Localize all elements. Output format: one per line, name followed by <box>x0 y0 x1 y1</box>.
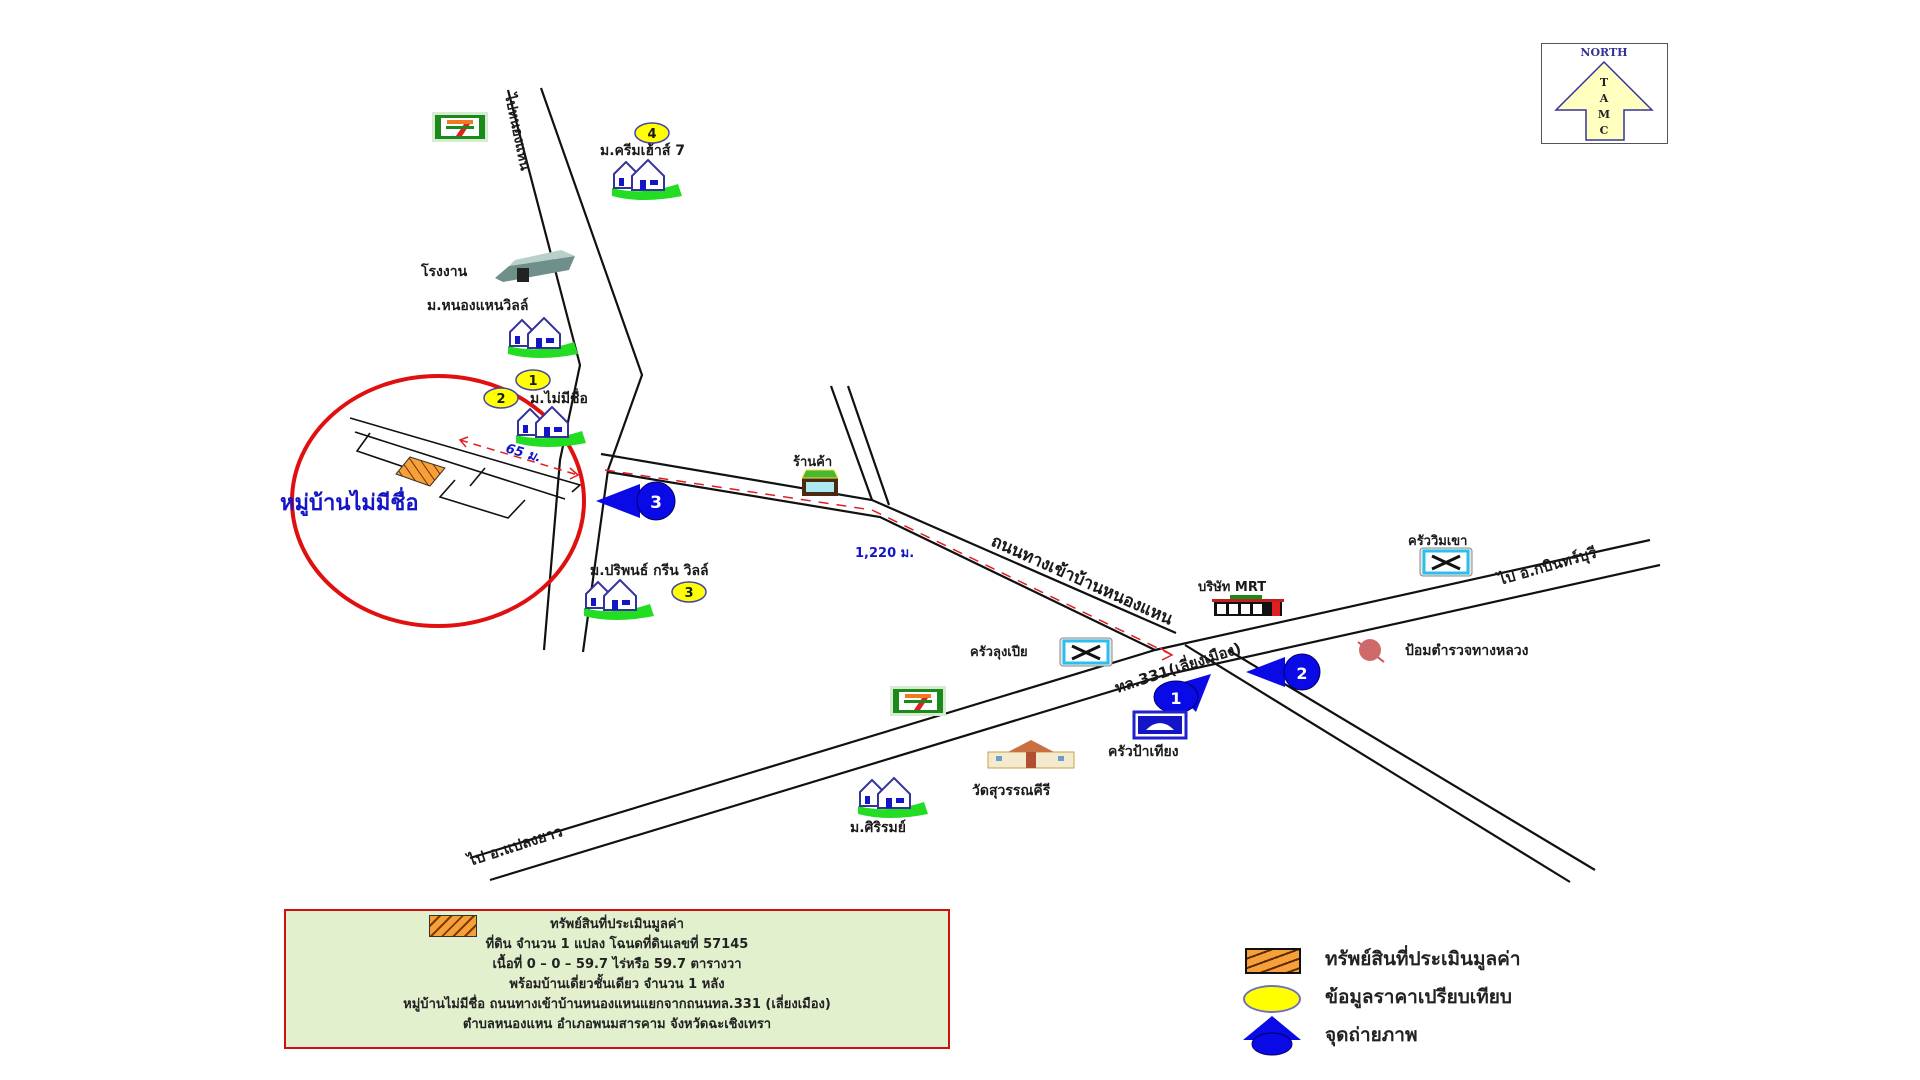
blue-arrow-icon <box>1243 1016 1301 1056</box>
police-box-icon <box>1357 639 1385 663</box>
road-label-west: ไป อ.แปลงยาว <box>463 821 564 870</box>
restaurant-lungpia-label: ครัวลุงเปีย <box>970 644 1028 660</box>
housing-village-icon <box>612 158 682 200</box>
info-line: ตำบลหนองแหน อำเภอพนมสารคาม จังหวัดฉะเชิง… <box>462 1017 772 1032</box>
photo-point-3[interactable]: 3 <box>596 481 676 521</box>
restaurant-icon <box>1059 637 1113 667</box>
housing-village-icon <box>508 316 578 358</box>
subject-parcel <box>395 456 446 487</box>
restaurant-sign-icon <box>1132 710 1188 740</box>
shop-icon <box>801 469 839 496</box>
comparable-marker-3[interactable]: 3 <box>671 581 707 603</box>
north-letter: T <box>1600 76 1609 89</box>
arrowhead-right-icon <box>569 467 580 480</box>
hatched-parcel-icon <box>1243 944 1301 974</box>
restaurant-rimkhao-label: ครัววิมเขา <box>1408 534 1467 549</box>
legend-label: ทรัพย์สินที่ประเมินมูลค่า <box>1325 948 1521 970</box>
comparable-marker-1[interactable]: 1 <box>515 369 551 391</box>
hatched-parcel-icon <box>429 915 477 937</box>
svg-text:4: 4 <box>647 127 656 142</box>
temple-icon <box>987 740 1075 769</box>
housing-village-icon <box>584 578 654 620</box>
company-mrt-label: บริษัท MRT <box>1198 580 1266 595</box>
police-label: ป้อมตำรวจทางหลวง <box>1405 643 1529 659</box>
north-letter: M <box>1598 108 1610 121</box>
seven-eleven-icon <box>432 112 488 142</box>
housing-village-icon <box>516 405 586 447</box>
restaurant-panteong-label: ครัวป้าเทียง <box>1108 744 1179 760</box>
north-letter: C <box>1600 124 1609 137</box>
arrowhead-left-icon <box>458 436 469 448</box>
village-3-label: ม.ปริพนธ์ กรีน วิลล์ <box>590 562 709 579</box>
highway-331 <box>469 538 1661 882</box>
comparable-marker-2[interactable]: 2 <box>483 387 519 409</box>
north-label: NORTH <box>1580 46 1627 59</box>
comparable-marker-4[interactable]: 4 <box>634 122 670 144</box>
north-arrow: NORTH T A M C <box>1541 43 1668 144</box>
village-unnamed-label: ม.ไม่มีชื่อ <box>530 388 588 407</box>
village-soi <box>349 417 582 519</box>
svg-text:3: 3 <box>684 586 693 601</box>
info-title: ทรัพย์สินที่ประเมินมูลค่า <box>550 917 684 932</box>
road-label-east: ไป อ.กบินทร์บุรี <box>1494 542 1600 590</box>
access-road <box>600 452 1177 651</box>
legend-item: ข้อมูลราคาเปรียบเทียบ <box>1243 978 1643 1016</box>
yellow-ellipse-icon <box>1243 982 1301 1013</box>
factory-icon <box>495 250 575 282</box>
svg-text:2: 2 <box>1296 664 1307 683</box>
shop-label: ร้านค้า <box>793 454 832 470</box>
svg-text:1: 1 <box>1170 689 1181 708</box>
legend-item: ทรัพย์สินที่ประเมินมูลค่า <box>1243 940 1643 978</box>
map-legend: ทรัพย์สินที่ประเมินมูลค่า ข้อมูลราคาเปรี… <box>1243 940 1643 1056</box>
village-4-label: ม.ครีมเฮ้าส์ 7 <box>600 142 685 159</box>
distance-line-65m <box>459 439 579 476</box>
factory-label: โรงงาน <box>420 262 468 280</box>
north-arrow-icon <box>1554 60 1654 141</box>
village-siri-label: ม.ศิริรมย์ <box>850 819 906 836</box>
svg-text:2: 2 <box>496 392 505 407</box>
road-label-north: ไปหนองแหน <box>501 90 535 172</box>
housing-village-icon <box>858 776 928 818</box>
svg-text:1: 1 <box>528 374 537 389</box>
svg-text:3: 3 <box>650 493 662 513</box>
north-letter: A <box>1599 92 1609 105</box>
subject-village-label: หมู่บ้านไม่มีชื่อ <box>280 486 419 517</box>
photo-point-1[interactable]: 1 <box>1153 674 1211 714</box>
info-line: ที่ดิน จำนวน 1 แปลง โฉนดที่ดินเลขที่ 571… <box>485 937 749 952</box>
company-building-icon <box>1212 595 1284 616</box>
legend-label: ข้อมูลราคาเปรียบเทียบ <box>1325 986 1512 1008</box>
seven-eleven-icon <box>890 686 946 716</box>
subject-highlight-circle <box>290 374 586 628</box>
temple-label: วัดสุวรรณคีรี <box>972 783 1051 799</box>
arrowhead-end-icon <box>1159 647 1174 661</box>
property-info-box: ทรัพย์สินที่ประเมินมูลค่า ที่ดิน จำนวน 1… <box>284 909 950 1049</box>
village-nongnhaen-label: ม.หนองแหนวิลล์ <box>427 297 528 314</box>
photo-point-2[interactable]: 2 <box>1246 653 1321 691</box>
distance-1220m-label: 1,220 ม. <box>855 546 914 561</box>
info-line: หมู่บ้านไม่มีชื่อ ถนนทางเข้าบ้านหนองแหนแ… <box>403 997 831 1012</box>
info-line: พร้อมบ้านเดี่ยวชั้นเดียว จำนวน 1 หลัง <box>509 977 725 992</box>
distance-line-1220m <box>604 469 1173 656</box>
north-road <box>506 87 644 653</box>
info-line: เนื้อที่ 0 – 0 – 59.7 ไร่หรือ 59.7 ตาราง… <box>492 957 742 972</box>
legend-item: จุดถ่ายภาพ <box>1243 1016 1643 1056</box>
shop-road <box>829 385 891 506</box>
legend-label: จุดถ่ายภาพ <box>1325 1024 1418 1046</box>
restaurant-icon <box>1419 547 1473 577</box>
southeast-road <box>1184 644 1596 883</box>
